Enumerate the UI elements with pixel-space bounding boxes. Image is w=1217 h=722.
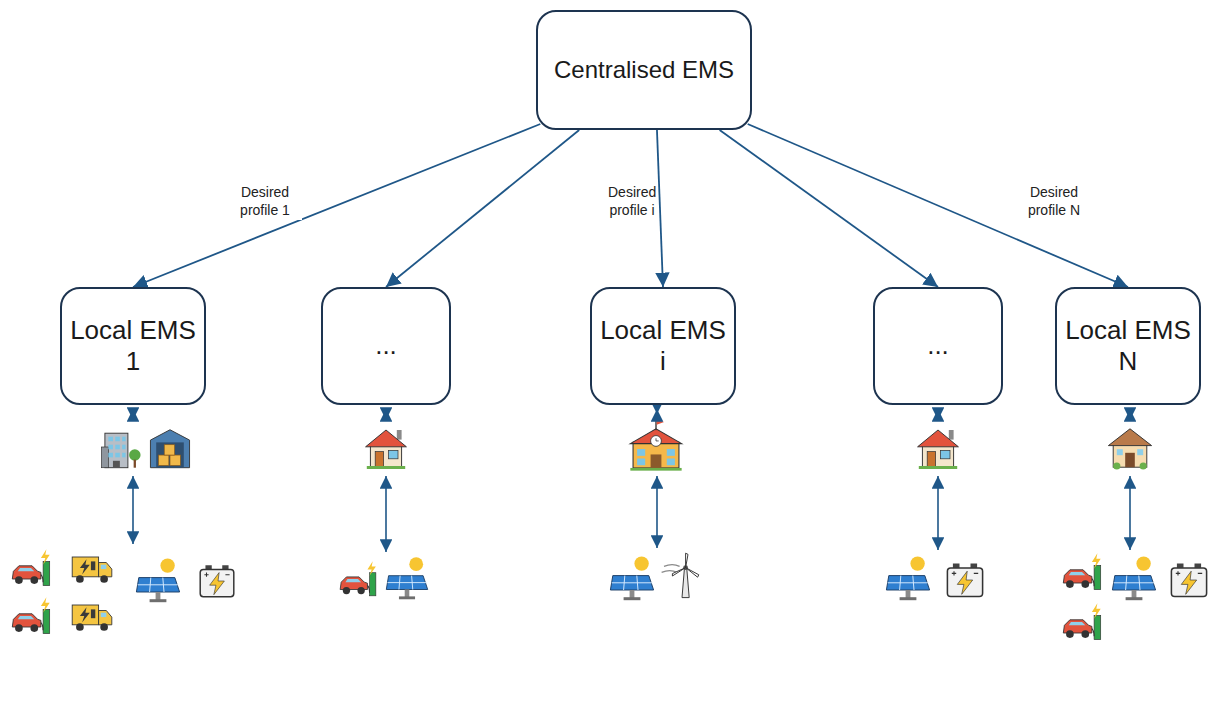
house-icon [918, 430, 959, 469]
central-ems-box: Centralised EMS [536, 10, 752, 130]
double-arrow [132, 476, 134, 544]
local-ems-box: ... [873, 287, 1003, 405]
double-arrow [656, 476, 658, 548]
truck-icon [72, 605, 112, 631]
profile-arrow [133, 124, 540, 287]
school-icon [630, 419, 681, 470]
double-arrow [937, 476, 939, 550]
local-ems-box: Local EMS i [590, 287, 736, 405]
ev-charger-icon [1063, 553, 1100, 589]
asset-icons [12, 549, 1206, 639]
solar-panel-icon [886, 556, 929, 600]
double-arrow [1129, 476, 1131, 550]
double-arrow [132, 409, 134, 420]
edge-label: Desired profile N [1016, 183, 1092, 220]
link-arrows [133, 409, 1130, 552]
ev-charger-icon [12, 549, 49, 585]
house-icon [1108, 429, 1151, 470]
box-label: Local EMS 1 [62, 315, 204, 377]
box-label: ... [367, 330, 405, 361]
ev-charger-icon [340, 561, 376, 596]
battery-icon [1171, 564, 1206, 597]
box-label: Local EMS N [1057, 315, 1199, 377]
battery-icon [947, 564, 982, 597]
ev-charger-icon [12, 597, 49, 633]
double-arrow [385, 409, 387, 420]
box-label: Centralised EMS [546, 56, 742, 85]
double-arrow [385, 476, 387, 552]
solar-panel-icon [136, 558, 179, 602]
battery-icon [200, 565, 234, 597]
solar-panel-icon [386, 557, 427, 599]
solar-panel-icon [610, 556, 653, 600]
wind-turbine-icon [662, 553, 699, 597]
box-label: Local EMS i [592, 315, 734, 377]
local-ems-box: ... [321, 287, 451, 405]
profile-arrow [386, 130, 579, 287]
profile-arrow [720, 130, 938, 287]
warehouse-icon [150, 430, 189, 468]
local-ems-box: Local EMS N [1055, 287, 1201, 405]
edge-label: Desired profile i [606, 183, 658, 220]
box-label: ... [919, 330, 957, 361]
ev-charger-icon [1063, 603, 1100, 639]
office-icon [101, 433, 140, 468]
house-icon [366, 430, 407, 469]
site-icons [101, 419, 1151, 470]
double-arrow [1129, 409, 1131, 420]
truck-icon [72, 557, 112, 583]
edge-label: Desired profile 1 [228, 183, 302, 220]
profile-arrow [748, 124, 1128, 287]
double-arrow [656, 409, 658, 414]
double-arrow [937, 409, 939, 420]
local-ems-box: Local EMS 1 [60, 287, 206, 405]
solar-panel-icon [1112, 556, 1155, 600]
